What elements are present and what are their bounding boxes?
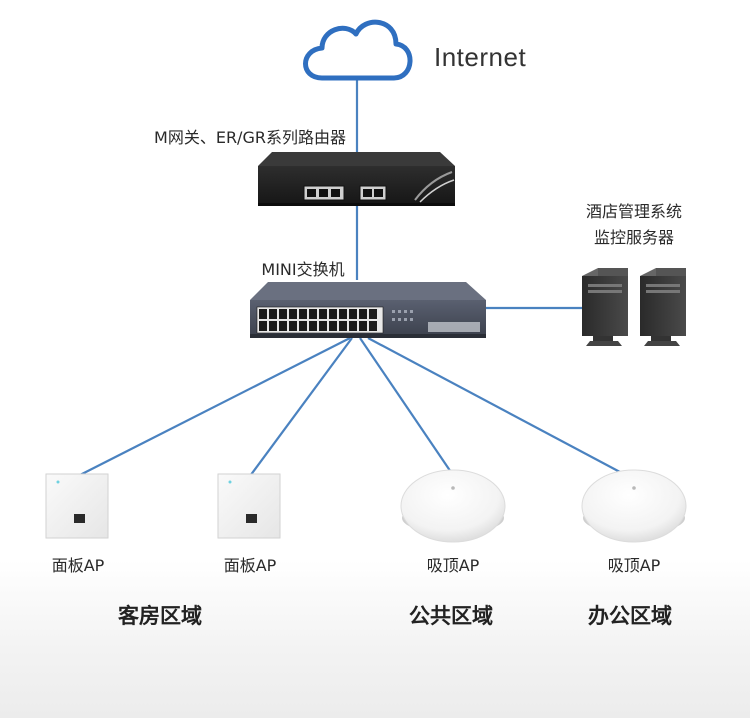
server-icon	[582, 268, 686, 346]
switch-ceiling-ap2-link	[367, 337, 636, 481]
router-icon	[258, 152, 455, 206]
device-label: 面板AP	[51, 556, 105, 575]
switch-ceiling-ap1-link	[359, 337, 456, 479]
switch-panel-ap1-link	[77, 337, 351, 477]
device-label: 面板AP	[223, 556, 277, 575]
ceiling-ap-icon	[400, 469, 506, 543]
server-label: 酒店管理系统 监控服务器	[586, 199, 682, 251]
region-label-office: 办公区域	[588, 604, 672, 628]
region-label-public: 公共区域	[409, 604, 493, 628]
device-label: 吸顶AP	[607, 556, 661, 575]
server-label-line1: 酒店管理系统	[585, 202, 683, 221]
router-label: M网关、ER/GR系列路由器	[154, 128, 346, 147]
connection-lines	[77, 80, 636, 481]
switch-label: MINI交换机	[261, 260, 345, 279]
panel-ap-icon	[217, 473, 281, 539]
ceiling-ap-icon	[581, 469, 687, 543]
device-label: 吸顶AP	[426, 556, 480, 575]
switch-panel-ap2-link	[249, 337, 353, 477]
internet-label: Internet	[434, 42, 527, 72]
cloud-icon	[303, 19, 413, 81]
panel-ap-icon	[45, 473, 109, 539]
server-label-line2: 监控服务器	[593, 228, 675, 247]
switch-icon	[250, 282, 486, 338]
region-label-guest-room: 客房区域	[118, 604, 202, 628]
